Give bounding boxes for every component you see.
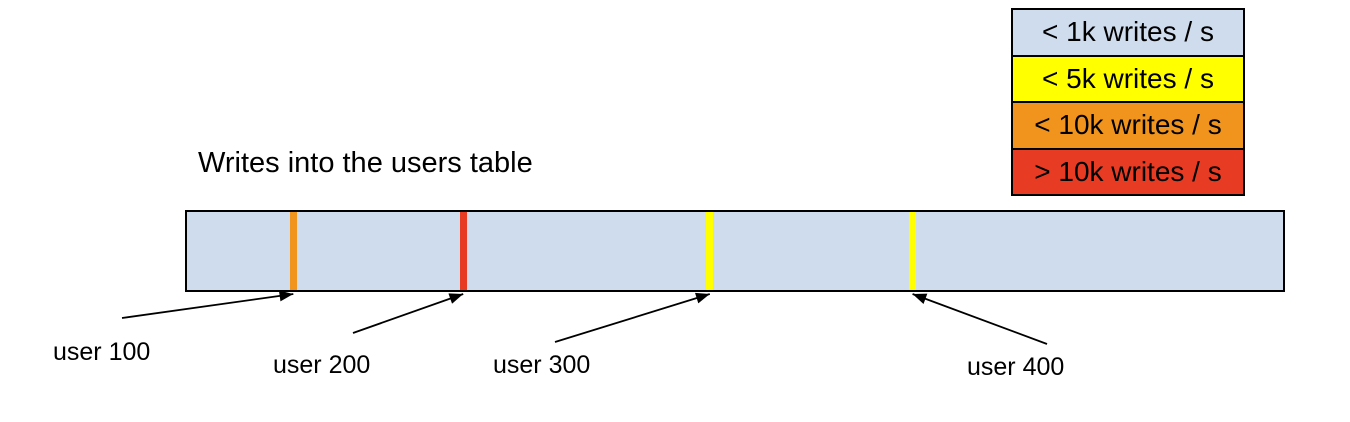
user-label-0: user 100 (53, 338, 151, 366)
legend-item-label: < 10k writes / s (1034, 109, 1222, 141)
legend-item-3: > 10k writes / s (1013, 149, 1243, 194)
write-rate-stripe-3 (909, 212, 917, 290)
write-rate-stripe-0 (289, 212, 297, 290)
user-label-3: user 400 (967, 353, 1065, 381)
diagram-title: Writes into the users table (198, 147, 533, 179)
legend-item-label: > 10k writes / s (1034, 155, 1222, 187)
legend-item-label: < 5k writes / s (1042, 62, 1214, 94)
arrow-2 (554, 292, 711, 343)
user-label-1: user 200 (273, 351, 371, 379)
write-rate-stripe-1 (459, 212, 467, 290)
legend-item-2: < 10k writes / s (1013, 103, 1243, 150)
user-label-2: user 300 (493, 351, 591, 379)
legend-item-label: < 1k writes / s (1042, 16, 1214, 48)
arrow-1 (352, 293, 464, 334)
arrow-3 (912, 293, 1048, 345)
arrow-0 (121, 290, 294, 319)
users-table-bar (185, 210, 1285, 292)
legend-item-1: < 5k writes / s (1013, 56, 1243, 103)
write-rate-stripe-2 (706, 212, 714, 290)
legend: < 1k writes / s < 5k writes / s < 10k writ… (1011, 8, 1245, 196)
legend-item-0: < 1k writes / s (1013, 10, 1243, 57)
